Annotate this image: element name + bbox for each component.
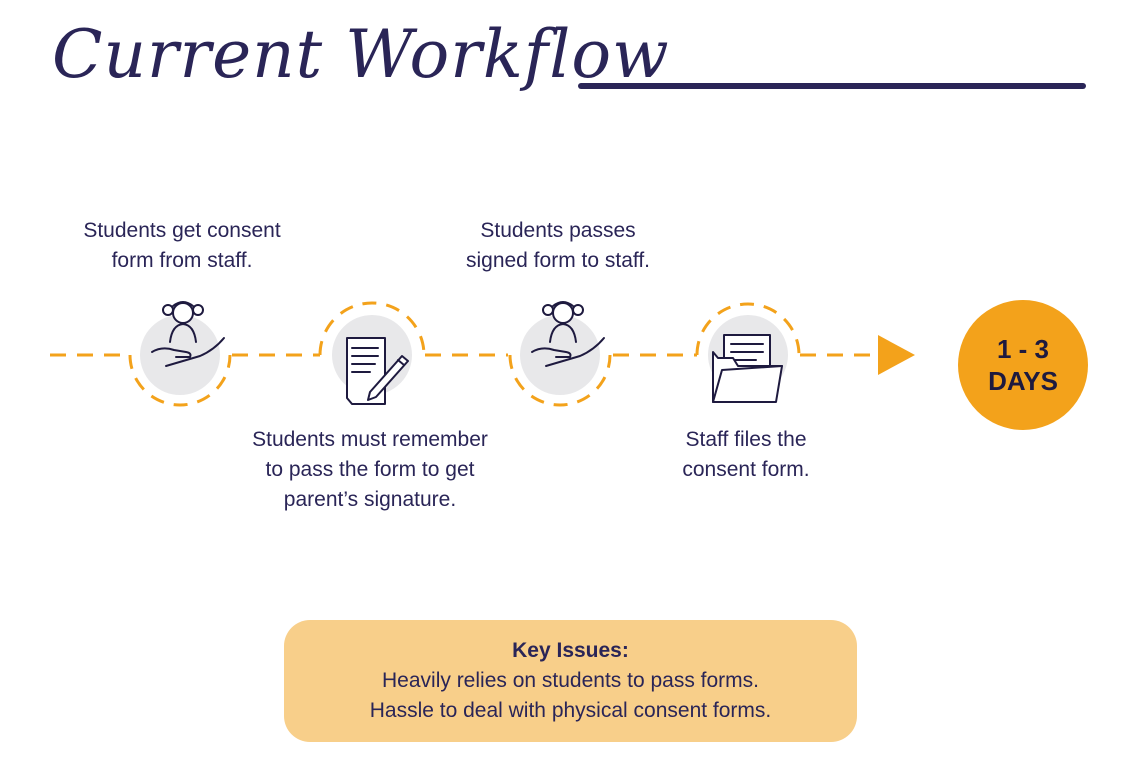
student-giving-icon	[531, 301, 605, 367]
title-underline	[578, 83, 1086, 89]
document-signing-icon	[346, 337, 409, 405]
key-issues-title: Key Issues:	[512, 639, 629, 662]
step-2-node	[318, 301, 426, 405]
step-1-line-2: form from staff.	[111, 249, 253, 272]
student-receiving-icon	[151, 301, 225, 367]
step-2-text: Students must remember to pass the form …	[220, 425, 520, 515]
step-2-line-3: parent’s signature.	[283, 488, 457, 511]
step-1-node	[128, 301, 232, 407]
key-issue-1: Heavily relies on students to pass forms…	[382, 669, 759, 692]
step-2-line-2: to pass the form to get	[265, 458, 475, 481]
step-1-line-1: Students get consent	[83, 219, 281, 242]
step-3-line-2: signed form to staff.	[465, 249, 651, 272]
step-4-node	[695, 302, 801, 403]
step-1-text: Students get consent form from staff.	[62, 216, 302, 276]
step-2-line-1: Students must remember	[252, 428, 488, 451]
key-issue-2: Hassle to deal with physical consent for…	[369, 699, 772, 722]
duration-unit: DAYS	[988, 366, 1058, 396]
step-3-node	[508, 301, 612, 407]
step-3-text: Students passes signed form to staff.	[438, 216, 678, 276]
step-4-text: Staff files the consent form.	[640, 425, 852, 485]
duration-range: 1 - 3	[996, 334, 1050, 364]
step-3-line-1: Students passes	[480, 219, 636, 242]
duration-badge: 1 - 3 DAYS	[958, 300, 1088, 430]
flow-arrowhead	[878, 335, 915, 375]
file-folder-icon	[712, 334, 783, 403]
page-title: Current Workflow	[52, 16, 670, 93]
step-4-line-2: consent form.	[682, 458, 810, 481]
step-4-line-1: Staff files the	[685, 428, 807, 451]
key-issues-box: Key Issues: Heavily relies on students t…	[284, 620, 857, 742]
